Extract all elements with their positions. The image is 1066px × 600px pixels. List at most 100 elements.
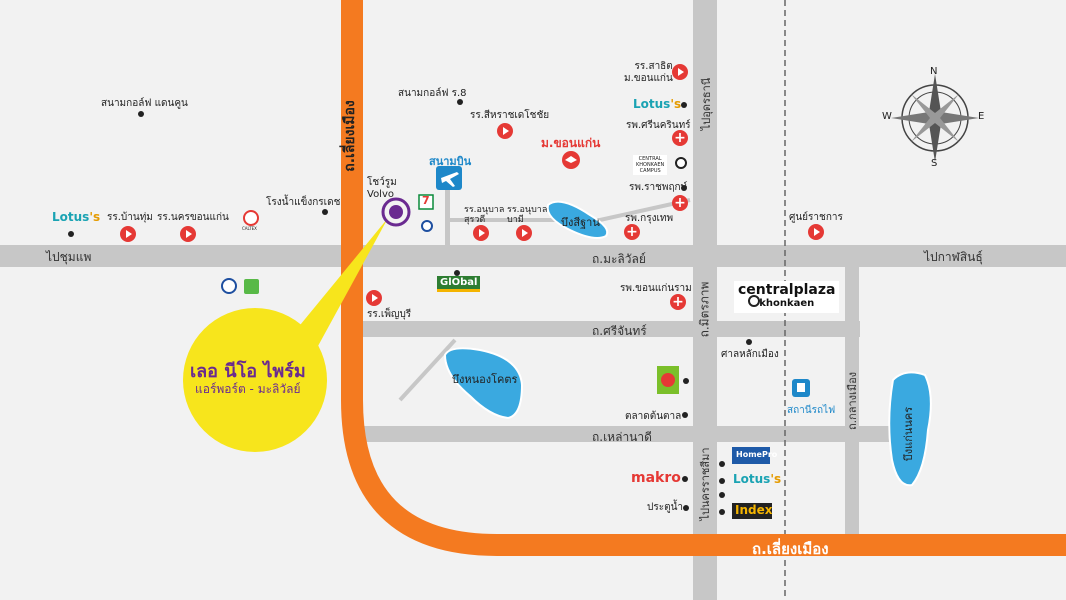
place-pratunam: ประตูน้ำ bbox=[647, 502, 684, 513]
ptt-icon-2 bbox=[421, 220, 433, 232]
central-campus-marker bbox=[675, 157, 687, 169]
road-lahanadi-label: ถ.เหล่านาดี bbox=[592, 430, 652, 444]
project-marker bbox=[381, 197, 411, 227]
centralplaza-marker bbox=[748, 295, 760, 307]
golf-r8-dot bbox=[457, 99, 463, 105]
project-marker-core bbox=[389, 205, 403, 219]
makro-dot bbox=[682, 476, 688, 482]
centralplaza-text-2: khonkaen bbox=[759, 298, 815, 309]
road-liangmueang-h-label: ถ.เลี่ยงเมือง bbox=[752, 540, 829, 558]
place-bueng-kaennakhon: บึงแก่นนคร bbox=[902, 406, 915, 462]
place-city-pillar: ศาลหลักเมือง bbox=[721, 349, 779, 360]
place-anuban-surawadi: รร.อนุบาล สุรวดี bbox=[464, 205, 505, 225]
compass-n: N bbox=[930, 66, 938, 77]
seven-eleven-text: 7 bbox=[422, 194, 430, 207]
compass-rose bbox=[891, 74, 979, 162]
homepro-dot bbox=[719, 461, 725, 467]
road-minor-2 bbox=[450, 198, 691, 222]
lotus-south-dot bbox=[719, 478, 725, 484]
project-name-1: เลอ นีโอ bbox=[190, 361, 258, 382]
direction-udon: ไปอุดรธานี bbox=[700, 77, 713, 131]
place-bueng-nongkhot: บึงหนองโคตร bbox=[452, 373, 518, 386]
road-mittraphap bbox=[693, 0, 717, 600]
lotus-logo-south: Lotus's bbox=[733, 472, 781, 486]
school-sarit-icon bbox=[672, 64, 688, 80]
central-campus-3: CAMPUS bbox=[639, 168, 661, 174]
rajaphruek-icon: + bbox=[672, 195, 688, 211]
index-logo: Index bbox=[735, 503, 773, 517]
index-dot bbox=[719, 509, 725, 515]
ptt-icon bbox=[221, 278, 237, 294]
ice-dot bbox=[719, 492, 725, 498]
city-pillar-dot bbox=[746, 339, 752, 345]
road-liangmueang bbox=[341, 0, 1066, 556]
place-ban-thum: รร.บ้านทุ่ม bbox=[107, 212, 153, 223]
place-golf-r8: สนามกอล์ฟ ร.8 bbox=[398, 88, 467, 99]
place-anuban-bamee: รร.อนุบาล บามี bbox=[507, 205, 548, 225]
bangchak-icon bbox=[244, 279, 259, 294]
road-srichan-label: ถ.ศรีจันทร์ bbox=[592, 324, 647, 338]
caltex-icon bbox=[243, 210, 259, 226]
phenyaburi-icon bbox=[366, 290, 382, 306]
project-subtitle: แอร์พอร์ต - มะลิวัลย์ bbox=[195, 382, 301, 396]
place-government-center: ศูนย์ราชการ bbox=[789, 212, 843, 223]
global-logo: GlObal bbox=[437, 276, 481, 292]
government-center-icon bbox=[808, 224, 824, 240]
project-title: เลอ นีโอ ไพร์ม bbox=[190, 356, 330, 385]
lotus-south-text: Lotus bbox=[733, 472, 771, 486]
place-school-sihart: รร.สีหราชเดโชชัย bbox=[470, 110, 550, 121]
road-klangmueang bbox=[845, 267, 859, 535]
project-name-2: ไพร์ม bbox=[263, 361, 306, 382]
lotus-text: Lotus bbox=[633, 97, 671, 111]
place-bueng-sisan: บึงสีฐาน bbox=[561, 216, 600, 229]
school-sihart-icon bbox=[497, 123, 513, 139]
lotus-west-suffix: 's bbox=[89, 210, 101, 224]
direction-chumphae: ไปชุมแพ bbox=[46, 250, 92, 264]
direction-kalasin: ไปกาฬสินธุ์ bbox=[924, 250, 983, 264]
central-campus-2: KHONKAEN bbox=[636, 162, 665, 168]
lotus-south-suffix: 's bbox=[770, 472, 782, 486]
golf-daenkhun-dot bbox=[138, 111, 144, 117]
anuban-bamee-icon bbox=[516, 225, 532, 241]
place-market: ตลาดต้นตาล bbox=[625, 411, 682, 422]
market-dot bbox=[682, 412, 688, 418]
road-mittraphap-label: ถ.มิตรภาพ bbox=[697, 281, 712, 338]
anuban-surawadi-icon bbox=[473, 225, 489, 241]
makro-logo: makro bbox=[631, 470, 681, 486]
central-campus-1: CENTRAL bbox=[638, 156, 662, 162]
road-maliwan-label: ถ.มะลิวัลย์ bbox=[592, 252, 646, 266]
lotus-srinagarind-dot bbox=[681, 102, 687, 108]
road-klangmueang-label: ถ.กลางเมือง bbox=[846, 371, 859, 431]
road-srichan bbox=[360, 321, 860, 337]
seven-eleven-icon bbox=[418, 194, 434, 210]
place-railway: สถานีรถไฟ bbox=[787, 405, 836, 416]
place-ice-factory: โรงน้ำแข็งกรเดช bbox=[266, 197, 341, 208]
compass-w: W bbox=[882, 111, 892, 122]
bubble-pointer bbox=[296, 218, 388, 346]
pratunam-dot bbox=[683, 505, 689, 511]
centralplaza-logo: centralplaza khonkaen bbox=[734, 281, 840, 313]
srinagarind-icon: + bbox=[672, 130, 688, 146]
place-kku: ม.ขอนแก่น bbox=[541, 136, 601, 150]
place-phenyaburi: รร.เพ็ญบุรี bbox=[367, 309, 412, 320]
road-lahanadi bbox=[360, 426, 890, 442]
lake-bueng-sisan bbox=[546, 200, 609, 239]
lotus-suffix: 's bbox=[670, 97, 682, 111]
airport-plane bbox=[441, 172, 459, 187]
place-golf-daenkhun: สนามกอล์ฟ แดนคูน bbox=[101, 98, 188, 109]
ban-thum-icon bbox=[120, 226, 136, 242]
bangkok-hosp-icon: + bbox=[624, 224, 640, 240]
bigc-dot bbox=[683, 378, 689, 384]
place-volvo: โชว์รูม Volvo bbox=[367, 177, 397, 200]
lotus-west-text: Lotus bbox=[52, 210, 90, 224]
place-srinagarind: รพ.ศรีนครินทร์ bbox=[626, 120, 691, 131]
caltex-text: CALTEX bbox=[242, 226, 257, 231]
lotus-west-dot bbox=[68, 231, 74, 237]
road-minor-3 bbox=[398, 338, 457, 402]
khonkaen-ram-icon: + bbox=[670, 294, 686, 310]
rajaphruek-dot bbox=[681, 185, 687, 191]
centralplaza-text-1: centralplaza bbox=[738, 282, 836, 298]
road-liangmueang-v-label: ถ.เลี่ยงเมือง bbox=[342, 100, 358, 172]
